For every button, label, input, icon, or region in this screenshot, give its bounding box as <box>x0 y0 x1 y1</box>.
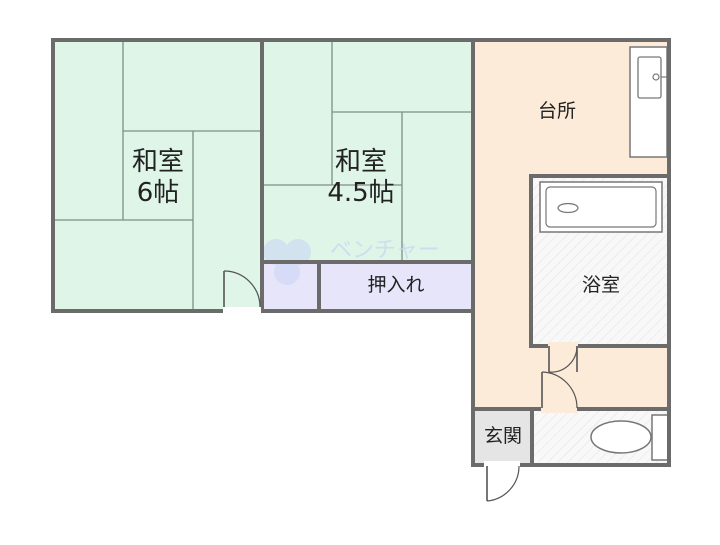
yokushitsu-name: 浴室 <box>581 274 620 296</box>
oshiire-name: 押入れ <box>367 274 425 296</box>
door-entrance <box>484 461 520 502</box>
bathtub <box>539 181 663 233</box>
genkan-floor <box>474 409 532 465</box>
kitchen-sink <box>629 46 668 158</box>
oshiire-floor <box>319 262 473 311</box>
yokushitsu-label: 浴室 <box>561 274 641 297</box>
watermark-text: ベンチャー <box>330 238 440 263</box>
door-washitsu-6 <box>223 270 261 316</box>
washitsu-45-floor <box>262 40 473 262</box>
washitsu-45-size: 4.5帖 <box>327 178 395 209</box>
tatami-seams-45 <box>262 40 473 262</box>
daidokoro-label: 台所 <box>517 100 597 123</box>
washitsu-45-label: 和室 4.5帖 <box>306 147 416 209</box>
washitsu-6-floor <box>53 40 262 311</box>
genkan-label: 玄関 <box>474 425 532 448</box>
oshiire-label: 押入れ <box>346 274 446 297</box>
toilet <box>590 414 669 461</box>
genkan-name: 玄関 <box>483 425 522 447</box>
daidokoro-name: 台所 <box>537 100 576 122</box>
watermark-logo <box>263 239 311 285</box>
door-bath <box>548 342 578 373</box>
washitsu-45-name: 和室 <box>334 147 387 177</box>
washitsu-6-label: 和室 6帖 <box>118 147 198 209</box>
door-toilet <box>541 371 578 413</box>
washitsu-6-size: 6帖 <box>136 178 180 209</box>
washitsu-6-name: 和室 <box>131 147 184 177</box>
tatami-seams-6 <box>53 40 262 311</box>
